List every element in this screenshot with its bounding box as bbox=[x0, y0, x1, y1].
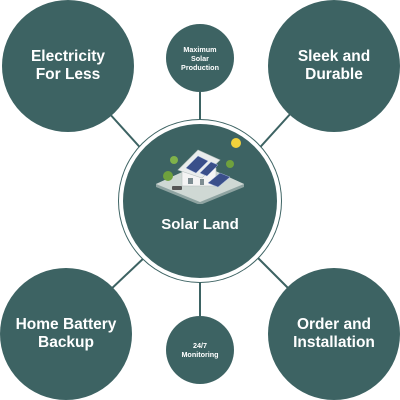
node-label: Sleek and Durable bbox=[297, 48, 371, 83]
node-maximum-solar-production: Maximum Solar Production bbox=[166, 24, 234, 92]
sun-icon bbox=[231, 138, 241, 148]
node-24-7-monitoring: 24/7 Monitoring bbox=[166, 316, 234, 384]
tree-icon bbox=[163, 171, 173, 181]
node-solar-land: Solar Land bbox=[119, 120, 281, 282]
solar-panel-icon bbox=[185, 155, 209, 174]
node-label: Order and Installation bbox=[293, 316, 375, 351]
solar-panel-icon bbox=[207, 172, 231, 188]
connector-installation bbox=[255, 255, 293, 293]
tree-icon bbox=[226, 160, 234, 168]
node-electricity-for-less: Electricity For Less bbox=[2, 0, 134, 132]
node-label: Maximum Solar Production bbox=[181, 44, 219, 72]
solar-panel-icon bbox=[199, 161, 219, 177]
car-icon bbox=[172, 186, 182, 190]
node-home-battery-backup: Home Battery Backup bbox=[0, 268, 132, 400]
center-label: Solar Land bbox=[161, 216, 239, 233]
tree-icon bbox=[170, 156, 178, 164]
node-order-and-installation: Order and Installation bbox=[268, 268, 400, 400]
node-label: Electricity For Less bbox=[30, 48, 106, 83]
solar-house-illustration bbox=[156, 138, 244, 204]
node-sleek-and-durable: Sleek and Durable bbox=[268, 0, 400, 132]
node-label: Home Battery Backup bbox=[15, 316, 117, 351]
node-label: 24/7 Monitoring bbox=[181, 341, 219, 359]
connector-battery bbox=[107, 255, 147, 293]
